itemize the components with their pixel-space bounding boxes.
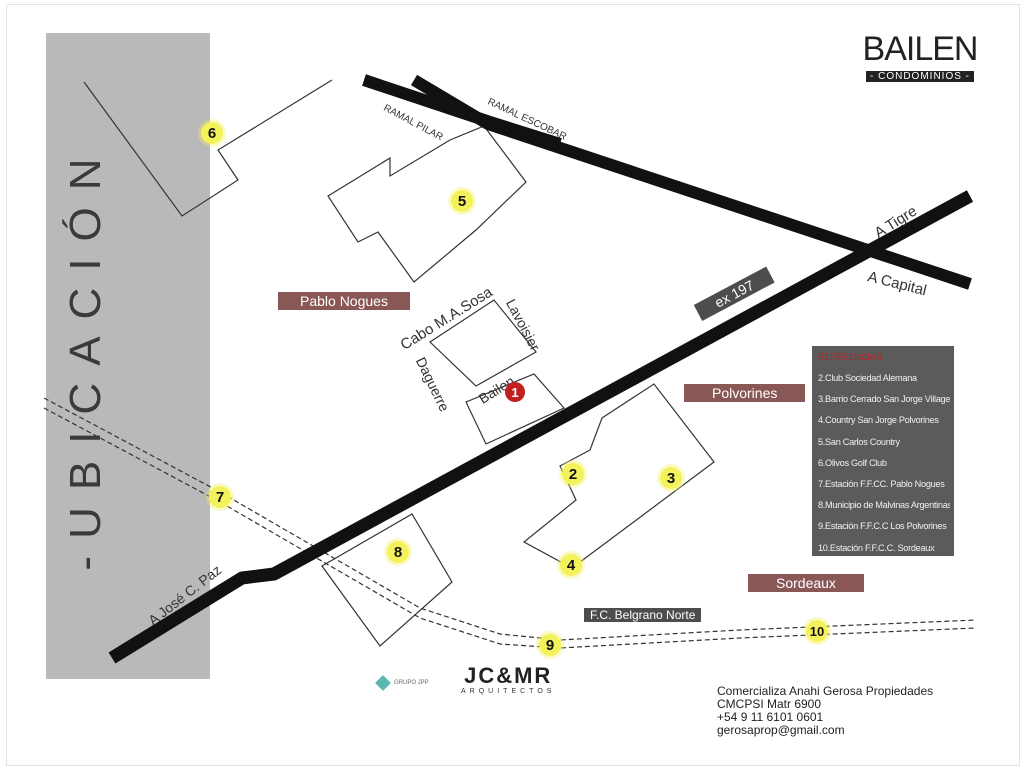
contact-line: Comercializa Anahi Gerosa Propiedades [717, 684, 934, 698]
pin-1[interactable]: 1 [505, 382, 525, 402]
brand-logo: BAILEN - CONDOMINIOS - [860, 32, 980, 84]
pin-7[interactable]: 7 [209, 486, 231, 508]
railway-line-b [43, 407, 977, 649]
label-fc-belgrano: F.C. Belgrano Norte [584, 608, 702, 622]
place-pablo-nogues: Pablo Nogues [278, 292, 410, 310]
legend-item: 2.Club Sociedad Alemana [818, 373, 917, 383]
pin-8[interactable]: 8 [387, 541, 409, 563]
legend: REFERENCIAS 2.Club Sociedad Alemana 3.Ba… [812, 346, 954, 556]
logo-grupo-jpp: GRUPO JPP [375, 675, 429, 691]
pin-3[interactable]: 3 [660, 467, 682, 489]
legend-item: 3.Barrio Cerrado San Jorge Village [818, 394, 950, 405]
parcel-5 [327, 125, 527, 283]
contact-block: Comercializa Anahi Gerosa Propiedades CM… [717, 685, 933, 737]
place-polvorines: Polvorines [684, 384, 806, 402]
logo-jc-main: JC&MR [464, 663, 553, 688]
pin-5[interactable]: 5 [451, 190, 473, 212]
brand-main: BAILEN [862, 30, 979, 68]
road-ramal-pilar [362, 74, 562, 150]
legend-item: 10.Estación F.F.C.C. Sordeaux [818, 542, 935, 553]
parcel-6 [83, 79, 333, 217]
legend-item: 8.Municipio de Malvinas Argentinas [818, 500, 950, 511]
legend-item: 9.Estación F.F.C.C Los Polvorines [818, 521, 947, 532]
contact-line: CMCPSI Matr 6900 [717, 697, 822, 711]
legend-item: 7.Estación F.F.CC. Pablo Nogues [818, 478, 945, 489]
pin-4[interactable]: 4 [560, 554, 582, 576]
legend-title: REFERENCIAS [818, 352, 883, 362]
legend-item: 5.San Carlos Country [818, 436, 900, 447]
pin-2[interactable]: 2 [562, 463, 584, 485]
logo-jc-sub: ARQUITECTOS [461, 688, 556, 695]
legend-item: 4.Country San Jorge Polvorines [818, 415, 939, 426]
cube-icon [375, 675, 391, 691]
pin-6[interactable]: 6 [201, 122, 223, 144]
contact-phone[interactable]: +54 9 11 6101 0601 [717, 710, 824, 724]
legend-list: 2.Club Sociedad Alemana 3.Barrio Cerrado… [818, 368, 950, 559]
parcel-8 [321, 513, 453, 647]
logo-grupo-text: GRUPO JPP [394, 680, 429, 686]
railway-line-a [43, 397, 977, 641]
brand-sub: - CONDOMINIOS - [866, 71, 974, 82]
road-jose-c-paz [108, 190, 974, 664]
parcel-block-sosa [429, 299, 537, 387]
contact-email[interactable]: gerosaprop@gmail.com [717, 723, 845, 737]
parcel-2-3-4 [522, 383, 715, 569]
pin-9[interactable]: 9 [539, 634, 561, 656]
place-sordeaux: Sordeaux [748, 574, 864, 592]
logo-jc-mr: JC&MR ARQUITECTOS [461, 663, 556, 696]
legend-item: 6.Olivos Golf Club [818, 457, 887, 468]
pin-10[interactable]: 10 [806, 620, 828, 642]
side-band [46, 33, 210, 679]
